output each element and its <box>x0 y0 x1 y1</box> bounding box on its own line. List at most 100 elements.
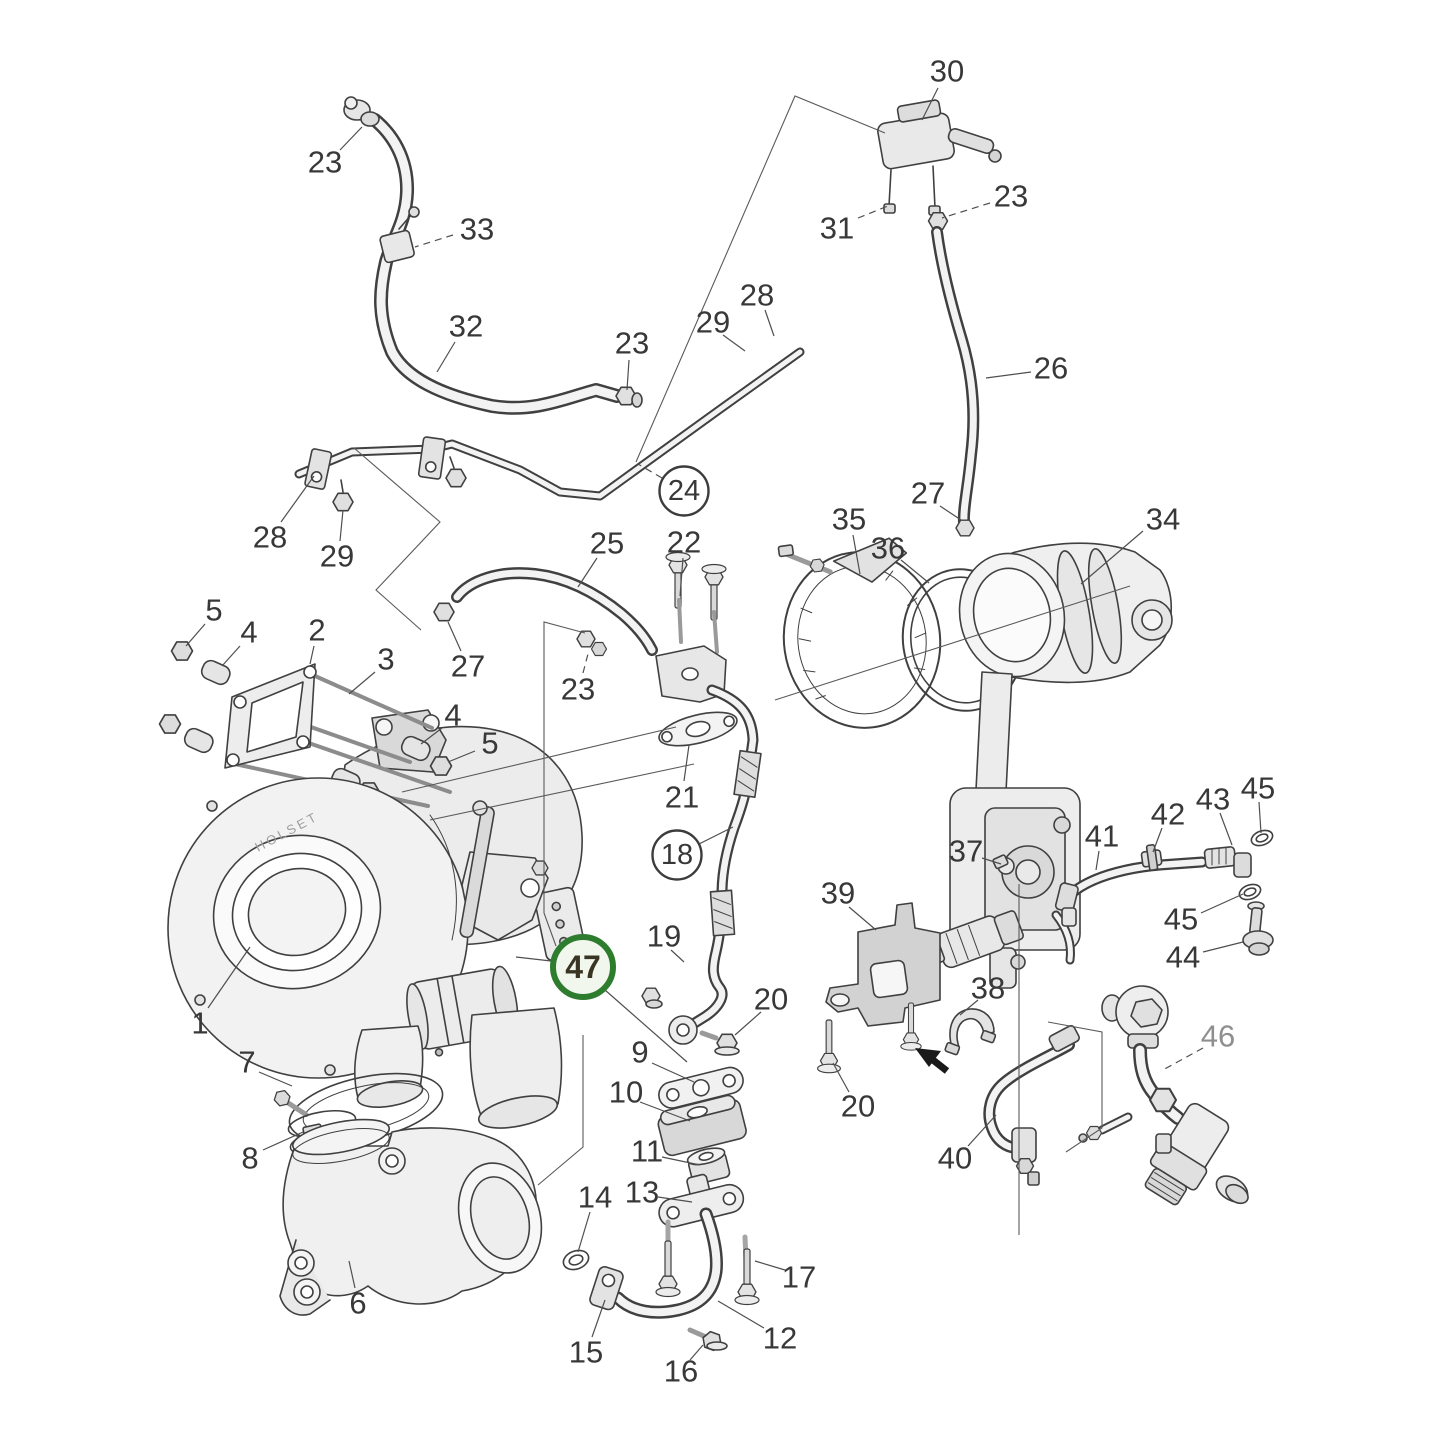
fitting-43 <box>1203 846 1252 878</box>
fitting-23-c <box>576 630 596 648</box>
callout-32-2: 32 <box>449 309 483 344</box>
leader-line-40 <box>967 1114 997 1147</box>
leader-line-14 <box>577 1211 591 1253</box>
leader-line-32 <box>436 341 456 373</box>
nut-23-b <box>615 386 643 408</box>
callout-23-3: 23 <box>615 326 649 361</box>
compressor-inlet <box>212 834 382 990</box>
leader-line-7 <box>258 1071 293 1087</box>
leader-line-3 <box>348 671 376 695</box>
callout-5-26: 5 <box>481 726 498 761</box>
leader-line-12 <box>717 1300 765 1329</box>
leader-line-36 <box>900 559 930 584</box>
direction-arrow-icon <box>915 1048 941 1067</box>
callout-46-42: 46 <box>1201 1019 1235 1054</box>
leader-line-29 <box>339 509 344 542</box>
callout-26-9: 26 <box>1034 351 1068 386</box>
callout-20-31: 20 <box>754 982 788 1017</box>
callout-41-36: 41 <box>1085 819 1119 854</box>
leader-line-34 <box>1080 530 1144 585</box>
construction-line-0 <box>635 95 886 463</box>
leader-line-23 <box>626 359 630 391</box>
leader-line-45 <box>1258 801 1262 834</box>
callout-15-54: 15 <box>569 1335 603 1370</box>
callout-1-44: 1 <box>191 1006 208 1041</box>
callout-35-16: 35 <box>832 502 866 537</box>
bolt-16 <box>687 1327 728 1353</box>
leader-line-30 <box>921 87 939 121</box>
leader-line-16 <box>689 1344 704 1361</box>
callout-27-15: 27 <box>911 476 945 511</box>
leader-line-20 <box>734 1011 762 1036</box>
callout-25-13: 25 <box>590 526 624 561</box>
leader-line-27 <box>447 621 462 652</box>
callout-circle-24 <box>658 465 710 517</box>
callout-21-27: 21 <box>665 780 699 815</box>
clamp-42 <box>1140 844 1163 871</box>
callout-23-0: 23 <box>308 145 342 180</box>
callout-5-19: 5 <box>205 593 222 628</box>
construction-line-8 <box>774 585 1131 701</box>
callout-4-20: 4 <box>240 615 257 650</box>
leader-line-1 <box>207 946 251 1009</box>
callout-29-12: 29 <box>320 539 354 574</box>
leader-line-9 <box>651 1062 695 1083</box>
leader-line-23 <box>339 126 363 151</box>
leader-line-15 <box>591 1299 606 1338</box>
oil-drain-assembly <box>562 1066 760 1353</box>
callout-highlight-circle-47 <box>550 934 616 1000</box>
leader-line-42 <box>1152 827 1163 853</box>
leader-line-39 <box>848 906 877 931</box>
leader-line-25 <box>577 557 598 588</box>
callout-33-1: 33 <box>460 212 494 247</box>
turbocharger-assembly: HOLSET <box>158 641 587 1129</box>
leader-line-18 <box>698 826 734 845</box>
callout-circle-18 <box>651 829 703 881</box>
leader-line-43 <box>1219 812 1233 846</box>
leader-line-27 <box>939 505 962 521</box>
leader-line-41 <box>1095 850 1100 871</box>
callout-17-52: 17 <box>782 1260 816 1295</box>
leader-line-37 <box>981 857 1002 865</box>
fuel-pipe-24 <box>294 347 805 512</box>
bolt-29-b <box>445 456 467 488</box>
wastegate-bracket-47 <box>459 800 549 941</box>
leader-line-13 <box>657 1196 693 1203</box>
gasket-2 <box>224 663 317 769</box>
sensor-pipe-46 <box>1078 985 1249 1206</box>
hose-clamp-33 <box>379 206 420 264</box>
v-band-clamp-35 <box>777 537 942 729</box>
callout-31-5: 31 <box>820 211 854 246</box>
leader-line-31 <box>857 203 894 219</box>
callout-18-28: 18 <box>661 839 693 871</box>
leader-line-20 <box>832 1062 850 1093</box>
callout-13-50: 13 <box>625 1175 659 1210</box>
leader-line-28 <box>764 309 775 337</box>
callout-20-35: 20 <box>841 1089 875 1124</box>
callout-27-23: 27 <box>451 649 485 684</box>
pressure-sensor-30 <box>877 99 1002 230</box>
valve-44 <box>1242 901 1274 956</box>
callout-28-8: 28 <box>740 278 774 313</box>
leader-line-26 <box>985 371 1032 379</box>
leader-line-6 <box>348 1260 356 1289</box>
callout-12-53: 12 <box>763 1321 797 1356</box>
callout-45-39: 45 <box>1241 771 1275 806</box>
leader-line-19 <box>670 949 685 963</box>
callout-22-14: 22 <box>667 525 701 560</box>
leader-line-47 <box>604 989 688 1063</box>
callout-43-38: 43 <box>1196 782 1230 817</box>
callout-6-56: 6 <box>349 1286 366 1321</box>
callout-34-18: 34 <box>1146 502 1180 537</box>
banjo-bolt-20 <box>699 1030 740 1056</box>
leader-line-46 <box>1160 1047 1204 1072</box>
leader-line-23 <box>941 202 991 219</box>
construction-line-1 <box>353 447 441 631</box>
callout-42-37: 42 <box>1151 797 1185 832</box>
callout-30-4: 30 <box>930 54 964 89</box>
callout-7-45: 7 <box>238 1045 255 1080</box>
clip-38 <box>944 1008 997 1056</box>
nut-19 <box>641 987 663 1009</box>
nut-27-a <box>433 602 455 622</box>
